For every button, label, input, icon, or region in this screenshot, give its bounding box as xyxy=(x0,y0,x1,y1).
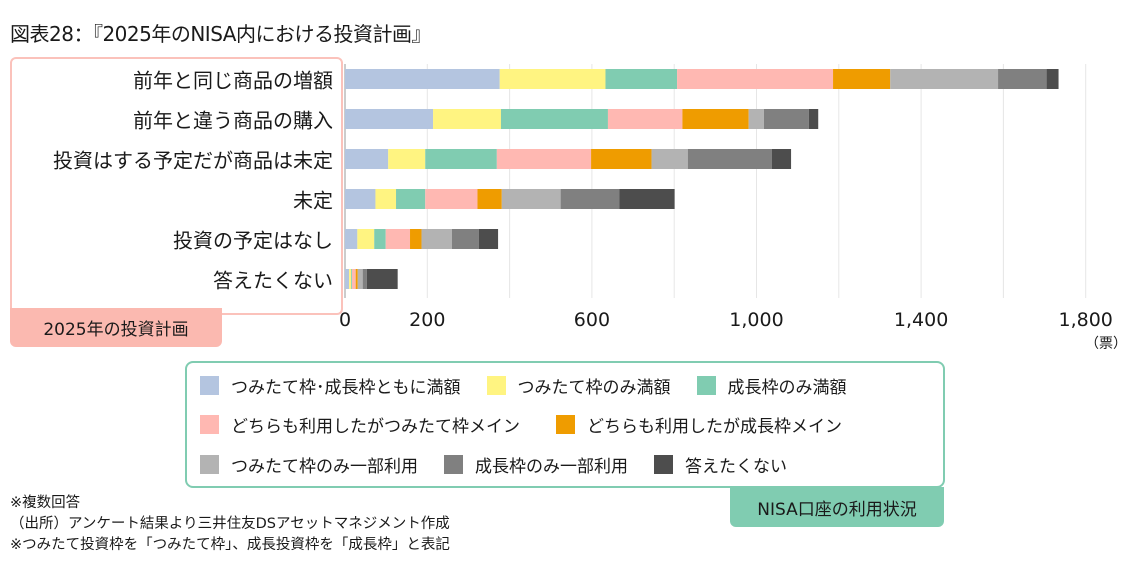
legend-item: 成長枠のみ一部利用 xyxy=(444,452,628,477)
x-tick-label: 0 xyxy=(339,309,351,331)
bar-segment xyxy=(501,189,561,209)
legend-row: つみたて枠･成長枠ともに満額 つみたて枠のみ満額 成長枠のみ満額 xyxy=(200,373,847,398)
bar-segment xyxy=(607,109,683,129)
bar-segment xyxy=(998,69,1047,89)
bar-segment xyxy=(345,189,376,209)
notes: ※複数回答 （出所）アンケート結果より三井住友DSアセットマネジメント作成 ※つ… xyxy=(10,493,450,556)
x-tick-label: 600 xyxy=(574,309,610,331)
legend-swatch xyxy=(200,415,219,434)
bar-segment xyxy=(362,269,367,289)
legend-item: つみたて枠のみ満額 xyxy=(486,373,671,398)
legend-item: どちらも利用したが成長枠メイン xyxy=(556,412,842,437)
bar-segment xyxy=(591,149,652,169)
chart-title: 図表28：『2025年のNISA内における投資計画』 xyxy=(10,22,431,46)
bar-segment xyxy=(345,229,358,249)
legend-swatch xyxy=(556,415,575,434)
bar-segment xyxy=(388,149,426,169)
legend-label: つみたて枠･成長枠ともに満額 xyxy=(231,378,461,398)
bar-segment xyxy=(651,149,688,169)
x-tick-label: 200 xyxy=(409,309,445,331)
bar-segment xyxy=(425,189,478,209)
legend-swatch xyxy=(696,376,716,395)
bar-segment xyxy=(890,69,999,89)
category-label: 前年と違う商品の購入 xyxy=(133,108,333,133)
bar-segment xyxy=(433,109,501,129)
bar-segment xyxy=(374,229,386,249)
bar-chart: 0 200 600 1,000 1,400 1,800 xyxy=(339,64,1113,331)
bar-segment xyxy=(748,109,764,129)
bar-segment xyxy=(771,149,792,169)
bar-segment xyxy=(351,269,356,289)
legend-label: 成長枠のみ満額 xyxy=(727,378,847,398)
unit-label: （票） xyxy=(1085,336,1127,352)
legend-label: どちらも利用したがつみたて枠メイン xyxy=(231,417,520,437)
bar-segment xyxy=(385,229,411,249)
bar-segment xyxy=(496,149,592,169)
legend-swatch xyxy=(654,455,673,474)
x-tick-label: 1,400 xyxy=(894,309,948,331)
bar-segment xyxy=(375,189,397,209)
legend-label: つみたて枠のみ一部利用 xyxy=(231,457,418,477)
legend-label: どちらも利用したが成長枠メイン xyxy=(587,417,842,437)
category-label: 答えたくない xyxy=(213,268,333,293)
legend-item: 成長枠のみ満額 xyxy=(696,373,847,398)
note: ※つみたて投資枠を「つみたて枠」、成長投資枠を「成長枠」と表記 xyxy=(10,537,450,553)
bar-segment xyxy=(833,69,891,89)
bar-segment xyxy=(477,189,502,209)
bar-segment xyxy=(396,189,426,209)
legend-swatch xyxy=(200,376,219,395)
x-tick-label: 1,800 xyxy=(1058,309,1112,331)
note: （出所）アンケート結果より三井住友DSアセットマネジメント作成 xyxy=(10,516,450,532)
bar-segment xyxy=(351,269,352,289)
bar-segment xyxy=(763,109,809,129)
bar-segment xyxy=(560,189,620,209)
bar-segment xyxy=(355,269,358,289)
bar-segment xyxy=(349,269,352,289)
legend-row: どちらも利用したがつみたて枠メイン どちらも利用したが成長枠メイン xyxy=(200,412,842,437)
bar-segment xyxy=(345,269,350,289)
bar-segment xyxy=(451,229,479,249)
legend-group-label: NISA口座の利用状況 xyxy=(730,487,944,527)
legend-item: 答えたくない xyxy=(654,452,787,477)
legend-swatch xyxy=(444,455,463,474)
bar-segment xyxy=(345,109,434,129)
bar-segment xyxy=(345,69,500,89)
bar-segment xyxy=(425,149,497,169)
legend-label: 成長枠のみ一部利用 xyxy=(475,457,628,477)
bar-segment xyxy=(366,269,398,289)
legend-item: つみたて枠のみ一部利用 xyxy=(200,452,418,477)
category-label: 未定 xyxy=(293,188,333,213)
bar-segment xyxy=(1046,69,1059,89)
category-label: 前年と同じ商品の増額 xyxy=(133,68,333,93)
category-group-label: 2025年の投資計画 xyxy=(10,308,222,347)
legend-row: つみたて枠のみ一部利用 成長枠のみ一部利用 答えたくない xyxy=(200,452,787,477)
x-tick-label: 1,000 xyxy=(729,309,783,331)
category-label: 投資はする予定だが商品は未定 xyxy=(53,148,333,173)
legend-swatch xyxy=(200,455,219,474)
legend-item: どちらも利用したがつみたて枠メイン xyxy=(200,412,520,437)
legend: つみたて枠･成長枠ともに満額 つみたて枠のみ満額 成長枠のみ満額 どちらも利用したが… xyxy=(185,361,945,488)
bar-segment xyxy=(357,229,375,249)
legend-item: つみたて枠･成長枠ともに満額 xyxy=(200,373,461,398)
bar-segment xyxy=(682,109,749,129)
bar-segment xyxy=(410,229,422,249)
category-label: 投資の予定はなし xyxy=(173,228,333,253)
bar-segment xyxy=(499,69,606,89)
bar-segment xyxy=(677,69,834,89)
note: ※複数回答 xyxy=(10,495,81,511)
bar-segment xyxy=(478,229,499,249)
bar-segment xyxy=(687,149,772,169)
bar-segment xyxy=(605,69,678,89)
bar-segment xyxy=(345,149,389,169)
bar-segment xyxy=(808,109,819,129)
legend-swatch xyxy=(486,376,506,395)
bar-segment xyxy=(500,109,608,129)
bar-segment xyxy=(619,189,675,209)
legend-label: 答えたくない xyxy=(685,457,787,477)
bar-segment xyxy=(357,269,363,289)
bar-segment xyxy=(421,229,452,249)
legend-label: つみたて枠のみ満額 xyxy=(517,378,671,398)
